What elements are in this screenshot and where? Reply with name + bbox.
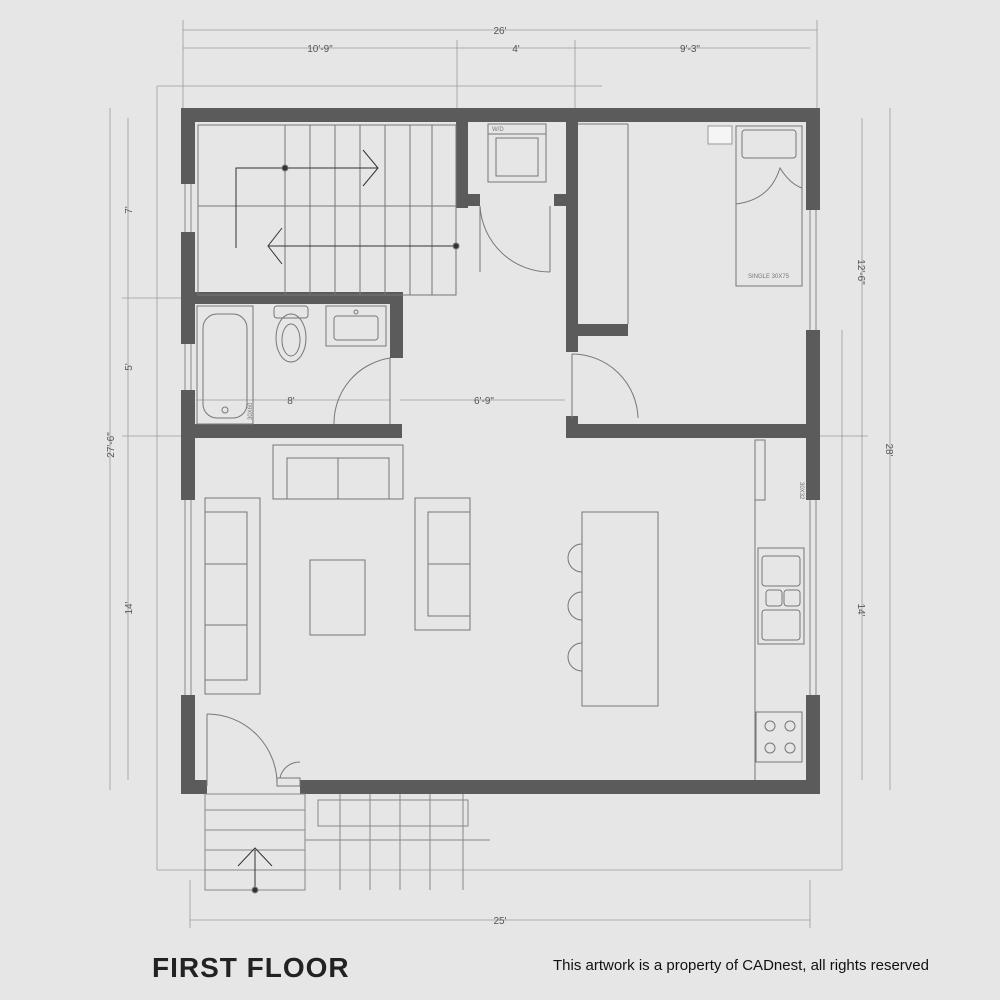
- copyright-notice: This artwork is a property of CADnest, a…: [553, 957, 929, 974]
- laundry-wall-left: [456, 122, 468, 208]
- coffee-table: [309, 559, 366, 636]
- laundry-wall-left-stub: [456, 194, 480, 206]
- porch: [204, 793, 306, 894]
- dim-right-lower: 14': [855, 603, 866, 616]
- washer-label: W/D: [492, 127, 504, 133]
- kitchen-counter: 30X32: [754, 439, 804, 780]
- bedroom-wall-left: [566, 122, 578, 352]
- kitchen-sink: [757, 547, 805, 645]
- top-wall: [181, 108, 820, 122]
- bedroom-closet-wall: [566, 324, 628, 336]
- dim-top-total: 26': [493, 26, 506, 37]
- dim-top-right: 9'-3": [680, 44, 700, 55]
- sofa-top: [272, 444, 404, 500]
- left-wall-bottom: [181, 695, 195, 792]
- dim-left-middle: 5': [124, 363, 135, 371]
- dim-left-total: 27'-6": [106, 432, 117, 458]
- bedroom-door: [571, 353, 639, 419]
- armchair-right: [414, 497, 471, 631]
- bottom-wall-left: [181, 780, 207, 794]
- bath-top-wall: [195, 292, 403, 304]
- dim-hall-width: 6'-9": [474, 396, 494, 407]
- bed: SINGLE 30X75: [735, 125, 803, 287]
- dim-bath-width: 8': [287, 396, 295, 407]
- page-title: FIRST FLOOR: [152, 952, 350, 983]
- nightstand: [707, 125, 733, 145]
- dim-left-lower: 14': [124, 601, 135, 614]
- stairs: [197, 124, 460, 296]
- left-wall-lower: [181, 390, 195, 500]
- right-wall-lower: [806, 695, 820, 794]
- bedroom-bottom-wall: [566, 424, 820, 438]
- left-wall-mid: [181, 232, 195, 344]
- kitchen-island: [567, 511, 659, 707]
- dim-top-left: 10'-9": [307, 44, 333, 55]
- bed-label: SINGLE 30X75: [748, 274, 790, 280]
- bedroom-door-jamb: [566, 416, 578, 438]
- entry-door: [206, 713, 301, 787]
- bath-bottom-wall: [195, 424, 402, 438]
- bath-door: [333, 357, 391, 425]
- deck-rail: [305, 794, 490, 890]
- sofa-left: [204, 497, 261, 695]
- bath-sink: [325, 305, 387, 347]
- dim-right-total: 28': [883, 443, 894, 456]
- dim-right-upper: 12'-6": [855, 259, 866, 285]
- bathtub: 30X60: [196, 305, 254, 425]
- laundry-door: [479, 205, 551, 273]
- dimension-labels: 26' 10'-9" 4' 9'-3" 25' 27'-6" 7' 5' 14'…: [106, 26, 894, 927]
- tub-label: 30X60: [248, 402, 254, 420]
- bedroom-closet: [578, 123, 629, 324]
- washer-dryer: W/D: [487, 123, 547, 183]
- toilet: [273, 305, 309, 363]
- right-wall-mid: [806, 330, 820, 500]
- fridge-label: 30X32: [798, 482, 804, 500]
- right-wall-upper: [806, 108, 820, 210]
- bottom-wall-right: [300, 780, 820, 794]
- bath-right-wall: [390, 292, 403, 358]
- bedroom-wall-stub: [554, 194, 578, 206]
- walls: [181, 108, 820, 794]
- dim-top-middle: 4': [512, 44, 520, 55]
- windows: [184, 184, 817, 695]
- cooktop: [755, 711, 803, 763]
- dim-left-upper: 7': [124, 206, 135, 214]
- dim-bottom-total: 25': [493, 916, 506, 927]
- left-wall-upper: [181, 108, 195, 184]
- bath-door-jamb: [390, 424, 402, 438]
